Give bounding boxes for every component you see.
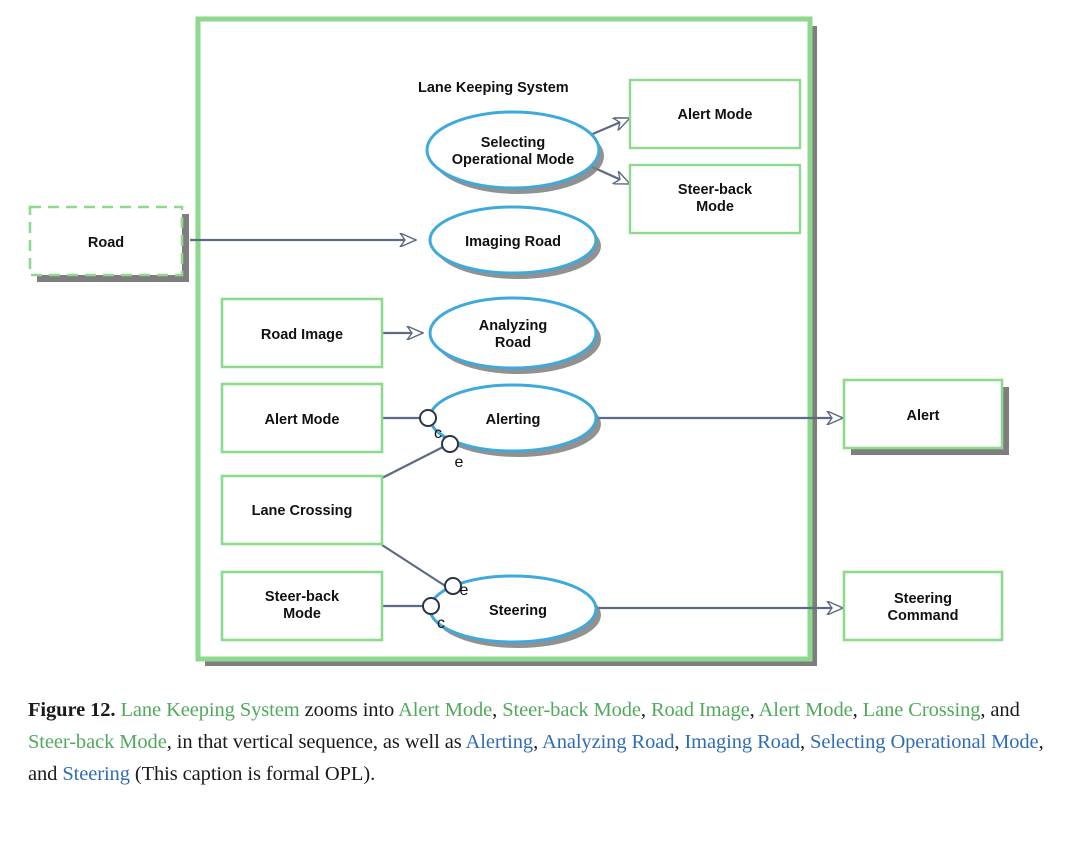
steering-command-object[interactable] [842, 570, 1004, 642]
caption-term-road-image: Road Image [650, 699, 750, 721]
analyzing-road-label-line2: Road [495, 335, 531, 351]
figure-caption: Figure 12. Lane Keeping System zooms int… [28, 694, 1048, 790]
imaging-road-label: Imaging Road [465, 234, 561, 250]
steer-back-mode-left-label-line2: Mode [283, 606, 321, 622]
alerting-label: Alerting [486, 412, 541, 428]
alerting-event-circle [441, 435, 459, 453]
caption-sep-5: , and [980, 699, 1020, 721]
steer-back-mode-left-label-line1: Steer-back [265, 589, 340, 605]
caption-sep-3: , [749, 699, 759, 721]
caption-sep-7: , [674, 731, 685, 753]
lane-crossing-label: Lane Crossing [252, 503, 353, 519]
steer-back-mode-right-object[interactable] [628, 163, 802, 235]
steer-back-mode-right-label-line2: Mode [696, 199, 734, 215]
road-object-label: Road [88, 235, 124, 251]
figure-number: Figure 12. [28, 699, 116, 721]
steer-back-mode-left-object[interactable] [220, 570, 384, 642]
link-lane-crossing-to-alerting-event [381, 446, 444, 479]
steering-event-circle [444, 577, 462, 595]
caption-term-lane-keeping-system: Lane Keeping System [120, 699, 300, 721]
alerting-condition-circle [419, 409, 437, 427]
steering-command-label-line2: Command [888, 608, 959, 624]
selecting-operational-mode-label-line2: Operational Mode [452, 152, 574, 168]
link-lane-crossing-to-steering-event [381, 544, 451, 590]
road-image-object[interactable] [220, 297, 384, 369]
road-image-label: Road Image [261, 327, 343, 343]
caption-sep-4: , [852, 699, 863, 721]
steering-condition-label: c [437, 615, 445, 632]
caption-term-analyzing-road: Analyzing Road [541, 731, 675, 753]
caption-sep-1: , [492, 699, 503, 721]
caption-text-2: , in that vertical sequence, as well as [166, 731, 466, 753]
lane-crossing-object[interactable] [220, 474, 384, 546]
selecting-operational-mode-process[interactable] [425, 110, 601, 190]
steer-back-mode-right-label-line1: Steer-back [678, 182, 753, 198]
alert-mode-right-object[interactable] [628, 78, 802, 150]
caption-term-steer-back-mode-2: Steer-back Mode [28, 731, 167, 753]
steering-event-label: e [460, 582, 469, 599]
caption-term-steer-back-mode-1: Steer-back Mode [502, 699, 641, 721]
opm-diagram: Lane Keeping System Road Alert Mode Stee… [28, 16, 1009, 666]
steering-label: Steering [489, 603, 547, 619]
caption-sep-9: , and [28, 731, 1044, 785]
caption-term-selecting-operational-mode: Selecting Operational Mode [810, 731, 1039, 753]
system-title: Lane Keeping System [418, 80, 569, 96]
steering-condition-circle [422, 597, 440, 615]
steering-command-label-line1: Steering [894, 591, 952, 607]
caption-term-alert-mode-2: Alert Mode [758, 699, 853, 721]
analyzing-road-label-line1: Analyzing [479, 318, 547, 334]
link-selecting-to-alert-mode [587, 116, 630, 138]
caption-text-3: (This caption is formal OPL). [129, 763, 376, 785]
caption-sep-8: , [799, 731, 811, 753]
road-object[interactable] [28, 205, 184, 277]
caption-sep-6: , [533, 731, 542, 753]
alert-object[interactable] [842, 378, 1004, 450]
caption-sep-2: , [640, 699, 651, 721]
caption-term-alerting: Alerting [465, 731, 534, 753]
caption-term-alert-mode-1: Alert Mode [398, 699, 493, 721]
alert-mode-right-label: Alert Mode [678, 107, 753, 123]
alert-mode-left-object[interactable] [220, 382, 384, 454]
alerting-event-label: e [455, 454, 464, 471]
caption-term-lane-crossing: Lane Crossing [862, 699, 981, 721]
alert-object-label: Alert [906, 408, 939, 424]
selecting-operational-mode-label-line1: Selecting [481, 135, 545, 151]
imaging-road-process[interactable] [428, 205, 598, 275]
analyzing-road-process[interactable] [428, 296, 598, 370]
alert-mode-left-label: Alert Mode [265, 412, 340, 428]
caption-term-imaging-road: Imaging Road [684, 731, 800, 753]
caption-text-1: zooms into [299, 699, 399, 721]
caption-term-steering: Steering [62, 763, 130, 785]
alerting-condition-label: c [434, 425, 442, 442]
